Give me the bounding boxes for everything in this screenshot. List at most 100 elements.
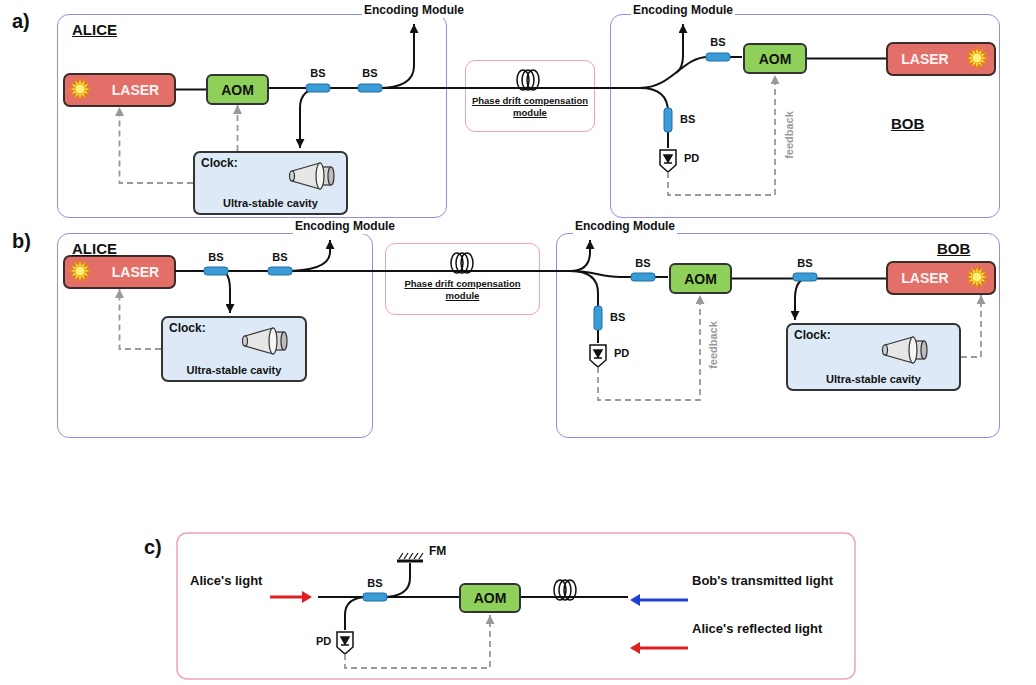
- beam-splitter: [204, 267, 228, 275]
- fiber-spool: [522, 70, 534, 90]
- cavity-icon: [273, 332, 284, 350]
- photodiode: [337, 632, 353, 654]
- party-panel: ALICELASERClock:Ultra-stable cavity: [57, 233, 373, 438]
- laser-box: LASER: [886, 42, 996, 76]
- phase-module: Phase drift compensation module: [385, 243, 540, 315]
- box-label: LASER: [901, 51, 948, 67]
- panel-letter: b): [10, 230, 33, 253]
- box-label: LASER: [901, 270, 948, 286]
- beam-splitter: [793, 273, 817, 281]
- optical-fiber: [570, 240, 590, 271]
- faraday-mirror: [397, 553, 423, 561]
- light-arrow: [302, 591, 312, 603]
- photodiode: [660, 150, 676, 172]
- fiber-spool: [517, 70, 539, 90]
- box-label: Phase drift compensation module: [391, 278, 534, 302]
- beam-splitter: [706, 53, 730, 61]
- fiber-spool: [554, 580, 566, 600]
- optical-fiber: [176, 89, 206, 91]
- feedback-line: [345, 615, 490, 668]
- party-panel: BOBAOMLASERClock:Ultra-stable cavity: [556, 233, 1000, 438]
- laser-box: LASER: [886, 261, 996, 295]
- cavity-icon: [883, 345, 888, 355]
- feedback-line: [598, 295, 700, 400]
- clock-caption: Ultra-stable cavity: [187, 364, 282, 376]
- component-label: BS: [206, 251, 225, 264]
- port-label: Encoding Module: [631, 4, 735, 18]
- optical-fiber: [318, 596, 459, 598]
- optical-fiber: [570, 271, 598, 343]
- fiber-spool: [564, 580, 576, 600]
- cavity-icon: [281, 332, 287, 350]
- clock-box: Clock: Ultra-stable cavity: [161, 316, 307, 382]
- beam-splitter: [363, 593, 387, 601]
- component-label: BS: [365, 577, 384, 590]
- photodiode: [590, 345, 606, 367]
- photodiode: [660, 150, 676, 172]
- party-heading: ALICE: [72, 240, 117, 257]
- cavity-icon: [243, 163, 928, 363]
- port-label: Encoding Module: [573, 220, 677, 234]
- laser-icon: [69, 260, 91, 282]
- aom-box: AOM: [669, 263, 732, 294]
- light-arrow: [270, 596, 304, 599]
- component-label: BS: [708, 36, 727, 49]
- signal-label: Alice's light: [188, 574, 264, 589]
- beam-splitter: [664, 108, 672, 132]
- beam-splitter: [306, 84, 330, 92]
- cavity-icon: [245, 328, 273, 354]
- laser-icon: [75, 84, 85, 94]
- fiber-spool: [559, 580, 571, 600]
- laser-icon: [69, 78, 91, 100]
- signal-label: Bob's transmitted light: [690, 574, 835, 589]
- component-label: FM: [427, 545, 448, 559]
- cavity-icon: [316, 163, 324, 189]
- optical-fiber: [676, 24, 683, 73]
- laser-icon: [69, 260, 91, 282]
- panel-letter: c): [142, 536, 164, 559]
- optical-fiber: [284, 240, 330, 271]
- optical-fiber: [268, 87, 640, 89]
- photodiode: [590, 345, 606, 367]
- light-arrow: [640, 599, 688, 602]
- box-label: AOM: [474, 590, 507, 606]
- photodiode: [337, 632, 353, 654]
- laser-icon: [69, 78, 91, 100]
- fiber-spool: [451, 253, 473, 273]
- cavity-icon: [269, 328, 277, 354]
- clock-box: Clock:Ultra-stable cavity: [193, 151, 348, 215]
- clock-heading: Clock:: [169, 321, 206, 335]
- fiber-spool: [554, 580, 576, 600]
- cavity-icon: [883, 337, 928, 363]
- beam-splitter: [631, 273, 655, 281]
- component-label: BS: [633, 257, 652, 270]
- laser-icon: [966, 47, 988, 69]
- component-label: PD: [314, 635, 333, 648]
- laser-icon: [966, 266, 988, 288]
- box-label: Phase drift compensation module: [471, 95, 589, 119]
- aom-box: AOM: [743, 43, 807, 74]
- component-label: BS: [270, 251, 289, 264]
- beam-splitter: [358, 84, 382, 92]
- cavity-icon: [290, 163, 335, 189]
- component-label: BS: [678, 113, 697, 126]
- clock-caption: Ultra-stable cavity: [223, 197, 318, 209]
- light-arrow: [270, 591, 688, 654]
- faraday-mirror: [397, 560, 423, 563]
- optical-fiber: [807, 58, 886, 60]
- cavity-icon: [921, 341, 927, 359]
- cavity-icon: [320, 167, 331, 185]
- clock-heading: Clock:: [794, 328, 831, 342]
- photodiode: [664, 155, 672, 163]
- cavity-icon: [292, 163, 320, 189]
- photodiode: [341, 637, 349, 645]
- panel-letter: a): [10, 10, 32, 33]
- cavity-icon: [913, 341, 924, 359]
- optical-fiber: [378, 24, 414, 88]
- control-line: [237, 105, 239, 151]
- box-label: LASER: [112, 82, 159, 98]
- photodiode: [594, 350, 602, 358]
- aom-box: AOM: [206, 74, 269, 105]
- optical-fiber: [570, 271, 668, 277]
